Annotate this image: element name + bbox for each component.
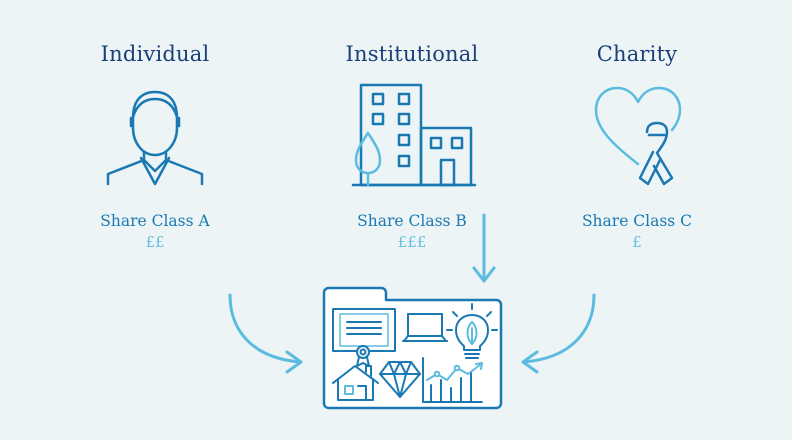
heading-charity: Charity (596, 42, 678, 66)
person-icon (106, 90, 204, 186)
arrow-left-curve (228, 293, 303, 374)
diamond-icon (379, 361, 421, 398)
price-indicator-c: £ (632, 233, 642, 251)
price-indicator-a: ££ (145, 233, 165, 251)
share-class-b-label: Share Class B (357, 212, 467, 230)
arrow-right-curve (521, 293, 596, 374)
laptop-icon (402, 313, 448, 342)
share-class-a-label: Share Class A (100, 212, 210, 230)
house-icon (332, 365, 379, 401)
arrow-down (472, 213, 496, 283)
lightbulb-leaf-icon (446, 303, 498, 359)
portfolio-folder-icon (322, 286, 503, 410)
heading-individual: Individual (100, 42, 210, 66)
heading-institutional: Institutional (345, 42, 479, 66)
growth-chart-icon (422, 357, 483, 403)
office-building-icon (351, 83, 477, 187)
share-class-c-label: Share Class C (581, 212, 693, 230)
certificate-icon (332, 308, 396, 367)
heart-ribbon-icon (594, 86, 682, 186)
tree-icon (354, 131, 382, 187)
price-indicator-b: £££ (397, 233, 427, 251)
